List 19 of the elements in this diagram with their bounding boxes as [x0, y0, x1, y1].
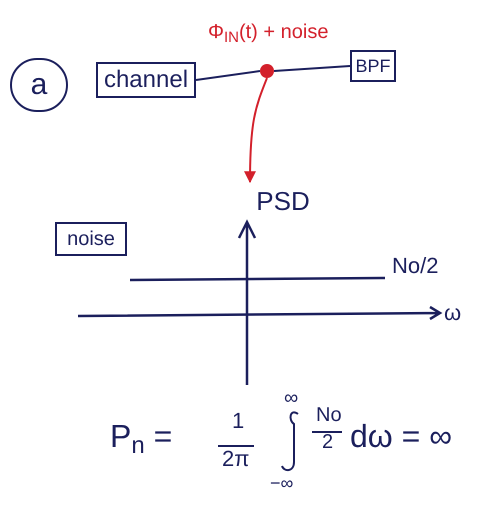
equation-text: ∞ — [284, 388, 298, 408]
connector-line — [244, 78, 268, 184]
equation-text: 2 — [322, 432, 334, 452]
signal-label: Φ$_{IN}$(t) + noise — [208, 22, 328, 42]
level-label: No/2 — [392, 255, 438, 277]
process-box: channel — [96, 62, 196, 98]
equation-text: 2π — [222, 448, 250, 470]
equation-text: dω = ∞ — [350, 420, 452, 452]
connector-line — [196, 70, 260, 81]
connector-line — [274, 65, 350, 72]
equation-text: P$_{n}$ = — [110, 420, 172, 452]
process-box: noise — [55, 222, 127, 256]
equation-text: −∞ — [270, 474, 294, 492]
process-box: BPF — [350, 50, 396, 82]
axis-label: PSD — [248, 186, 318, 216]
equation-text: 1 — [232, 410, 244, 432]
equation-text: No — [316, 405, 342, 425]
part-label: a — [10, 58, 68, 112]
axis-label: ω — [444, 302, 462, 324]
